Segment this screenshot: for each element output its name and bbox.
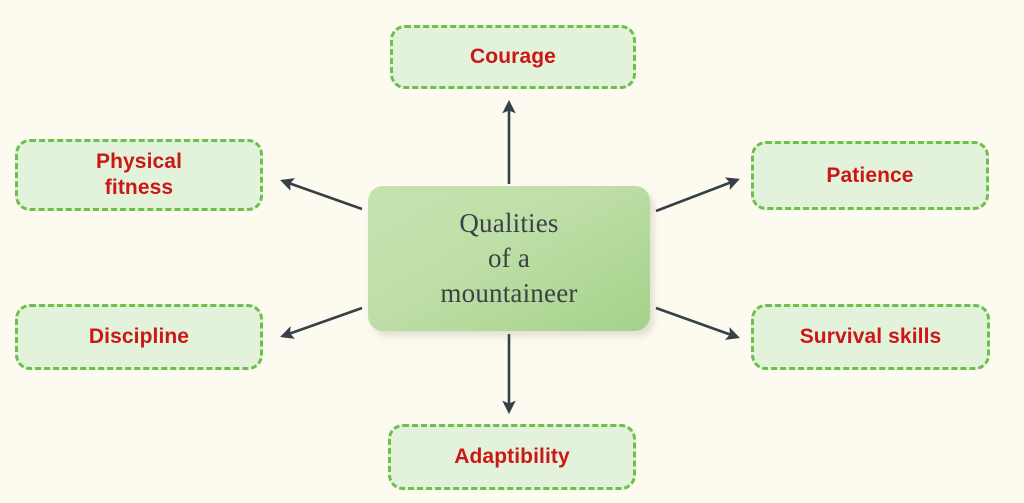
center-node-label: Qualities of a mountaineer <box>440 207 578 309</box>
node-survival-skills-label: Survival skills <box>799 325 942 349</box>
arrow-center-to-discipline <box>280 306 363 339</box>
node-adaptibility-label: Adaptibility <box>454 445 570 469</box>
node-physical-fitness[interactable]: Physical fitness <box>15 139 263 211</box>
node-discipline-label: Discipline <box>88 325 190 349</box>
node-patience-label: Patience <box>826 163 914 187</box>
center-node-qualities-of-a-mountaineer[interactable]: Qualities of a mountaineer <box>368 186 650 331</box>
arrow-center-to-survival-skills <box>655 306 740 340</box>
node-patience[interactable]: Patience <box>751 141 989 210</box>
node-adaptibility[interactable]: Adaptibility <box>388 424 636 490</box>
node-courage[interactable]: Courage <box>390 25 636 89</box>
node-discipline[interactable]: Discipline <box>15 304 263 370</box>
node-physical-fitness-label: Physical fitness <box>95 150 183 199</box>
node-survival-skills[interactable]: Survival skills <box>751 304 990 370</box>
arrow-center-to-physical-fitness <box>280 178 363 211</box>
arrow-center-to-patience <box>655 177 740 213</box>
node-courage-label: Courage <box>470 45 556 69</box>
